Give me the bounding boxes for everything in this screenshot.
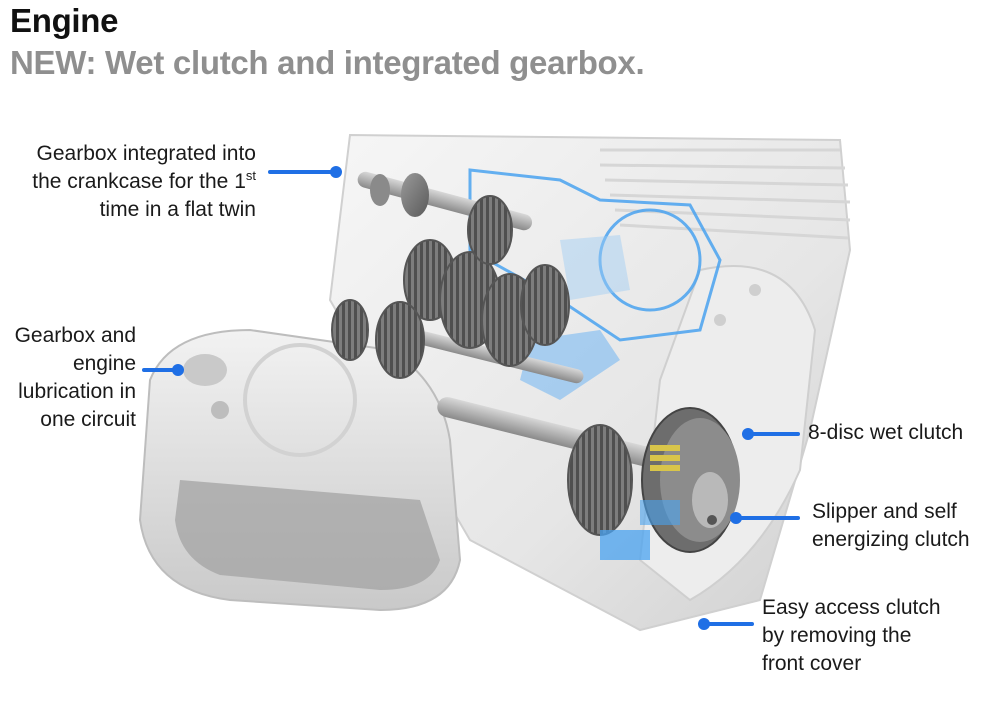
- leader-lubrication: [142, 368, 180, 372]
- callout-lubrication-line1: Gearbox and: [14, 324, 136, 347]
- clutch-assembly: [567, 407, 740, 560]
- callout-easy-access: Easy access clutch by removing the front…: [762, 594, 998, 678]
- callout-gearbox-sup: st: [245, 168, 256, 183]
- callout-lubrication: Gearbox and engine lubrication in one ci…: [0, 322, 136, 434]
- callout-access-line3: front cover: [762, 652, 862, 675]
- callout-gearbox-integrated: Gearbox integrated into the crankcase fo…: [0, 140, 256, 224]
- marker-easy-access: [698, 618, 710, 630]
- leader-easy-access: [706, 622, 754, 626]
- marker-lubrication: [172, 364, 184, 376]
- callout-slipper-clutch: Slipper and self energizing clutch: [812, 498, 1000, 554]
- leader-gearbox: [268, 170, 334, 174]
- gear-cluster: [331, 173, 570, 379]
- leader-wet-clutch: [750, 432, 800, 436]
- marker-wet-clutch: [742, 428, 754, 440]
- leader-slipper-clutch: [738, 516, 800, 520]
- callout-lubrication-line2: engine: [72, 352, 136, 375]
- page-title: Engine: [10, 2, 119, 39]
- callout-slipper-line2: energizing clutch: [812, 528, 970, 551]
- callout-gearbox-line3: time in a flat twin: [99, 198, 256, 221]
- callout-slipper-line1: Slipper and self: [812, 500, 957, 523]
- callout-lubrication-line3: lubrication in: [18, 380, 136, 403]
- callout-wet-clutch: 8-disc wet clutch: [808, 419, 998, 447]
- cylinder-head-cover: [138, 328, 462, 612]
- marker-gearbox: [330, 166, 342, 178]
- callout-lubrication-line4: one circuit: [40, 408, 136, 431]
- callout-access-line1: Easy access clutch: [762, 596, 941, 619]
- callout-access-line2: by removing the: [762, 624, 912, 647]
- callout-gearbox-line1: Gearbox integrated into: [36, 142, 256, 165]
- marker-slipper-clutch: [730, 512, 742, 524]
- page-subtitle: NEW: Wet clutch and integrated gearbox.: [10, 44, 645, 81]
- callout-wet-clutch-line1: 8-disc wet clutch: [808, 421, 964, 444]
- callout-gearbox-line2a: the crankcase for the 1: [32, 170, 246, 193]
- callout-gearbox-line2: the crankcase for the 1st: [0, 168, 256, 196]
